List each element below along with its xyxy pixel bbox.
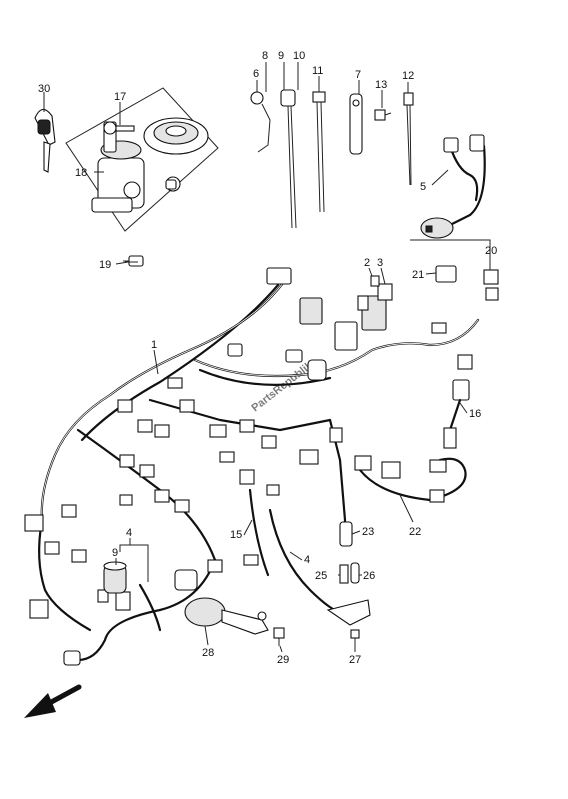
bolt-25	[350, 629, 360, 648]
callout-23: 26	[363, 570, 375, 582]
relay-29	[435, 265, 457, 283]
cable-tie-13	[403, 92, 414, 186]
end-cap	[63, 650, 81, 666]
seat-lock	[165, 176, 181, 192]
callout-19: 18	[75, 167, 87, 179]
bracket-26	[184, 597, 269, 635]
callout-13: 12	[402, 70, 414, 82]
callout-3: 3	[377, 257, 383, 269]
screw-20	[123, 255, 144, 267]
spring-22	[339, 564, 349, 584]
bolt-27	[273, 627, 285, 646]
callout-5: 9	[112, 547, 118, 559]
callout-18: 17	[114, 91, 126, 103]
callout-25: 27	[349, 654, 361, 666]
callout-22: 25	[315, 570, 327, 582]
callout-21: 23	[362, 526, 374, 538]
callout-7: 6	[253, 68, 259, 80]
cable-tie-12	[312, 91, 326, 213]
ignition-kit-box	[65, 87, 219, 232]
callout-16: 16	[469, 408, 481, 420]
callout-29: 21	[412, 269, 424, 281]
callout-26: 28	[202, 647, 214, 659]
callout-10: 9	[278, 50, 284, 62]
clamp-7	[250, 91, 271, 153]
harness-connectors	[24, 267, 473, 619]
callout-30: 30	[38, 83, 50, 95]
callout-20: 19	[99, 259, 111, 271]
front-arrow-icon	[24, 684, 82, 718]
callout-8: 7	[355, 69, 361, 81]
cable-tie-10-11	[280, 89, 297, 229]
pin-23	[350, 562, 360, 584]
sub-harness-17	[354, 455, 467, 503]
bracket-assy	[326, 599, 371, 626]
watermark: PartsRepublik	[249, 359, 315, 415]
callout-11: 10	[293, 50, 305, 62]
switch-21	[339, 521, 353, 547]
callout-1: 1	[151, 339, 157, 351]
fuel-cap	[143, 117, 209, 155]
screw-14	[374, 109, 392, 121]
connector-28	[483, 269, 499, 301]
leader-lines	[43, 62, 491, 653]
callout-28: 20	[485, 245, 497, 257]
clamp-8	[349, 93, 363, 155]
callout-14: 13	[375, 79, 387, 91]
key	[34, 108, 56, 173]
callout-2: 2	[364, 257, 370, 269]
callout-labels: 30 17 18 19 8 9 10 6 11 7 13 12 5 2 3 20…	[38, 50, 497, 666]
callout-27: 29	[277, 654, 289, 666]
callout-9: 8	[262, 50, 268, 62]
fuse-holder-2-3	[357, 275, 380, 311]
callout-17: 22	[409, 526, 421, 538]
sub-harness-16	[443, 379, 470, 449]
callout-4-lower: 4	[304, 554, 310, 566]
sensor-harness-6	[420, 134, 486, 239]
callout-12: 11	[312, 65, 323, 77]
ignition-switch	[91, 121, 145, 213]
callout-6: 5	[420, 181, 426, 193]
callout-15: 15	[230, 529, 242, 541]
sleeve-5	[103, 561, 127, 594]
callout-4-upper: 4	[126, 527, 132, 539]
